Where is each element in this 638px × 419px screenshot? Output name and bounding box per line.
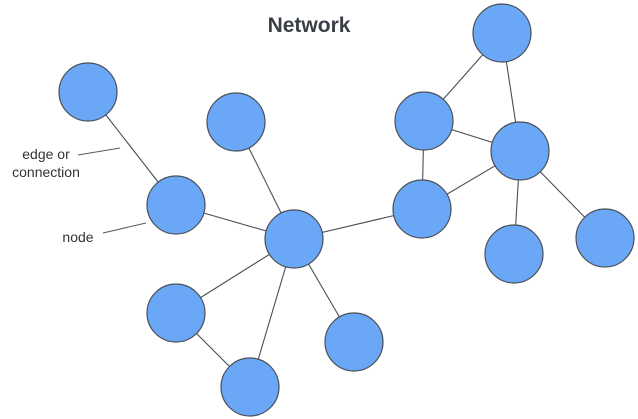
edge-annotation-line1: edge or xyxy=(22,146,70,162)
edge-pointer-line xyxy=(77,147,121,156)
node-n6 xyxy=(220,357,280,417)
nodes-layer xyxy=(58,3,635,417)
node-n12 xyxy=(484,224,544,284)
node-n7 xyxy=(324,312,384,372)
node-n8 xyxy=(392,179,452,239)
node-n3 xyxy=(206,92,266,152)
node-n5 xyxy=(146,283,206,343)
node-pointer-line xyxy=(102,222,147,234)
node-annotation: node xyxy=(62,229,94,245)
node-n4 xyxy=(264,209,324,269)
node-n11 xyxy=(490,121,550,181)
edge-annotation: edge or connection xyxy=(0,145,92,181)
node-n9 xyxy=(394,91,454,151)
node-n13 xyxy=(575,208,635,268)
node-n2 xyxy=(146,175,206,235)
edge-annotation-line2: connection xyxy=(12,164,80,180)
node-n1 xyxy=(58,62,118,122)
diagram-title: Network xyxy=(267,14,351,37)
node-n10 xyxy=(472,3,532,63)
annotation-pointers xyxy=(77,147,147,234)
